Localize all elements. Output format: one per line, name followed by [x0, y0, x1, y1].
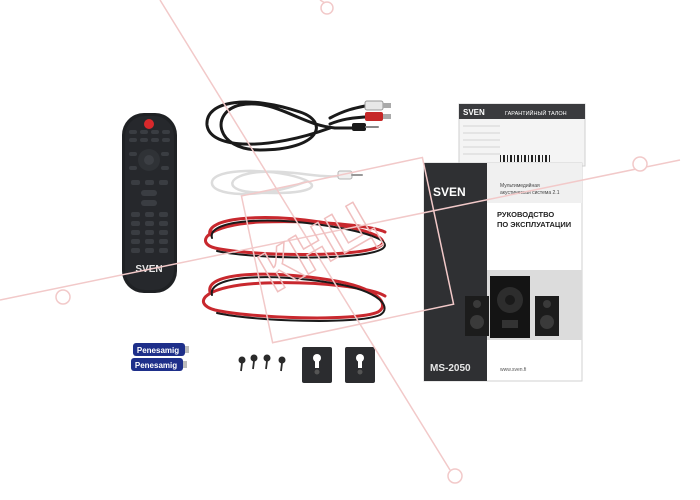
manual-model: MS-2050: [430, 363, 471, 374]
battery-top-label: Penesamig: [137, 346, 179, 355]
screw: [263, 354, 271, 362]
screws: [238, 354, 286, 372]
user-manual: SVEN Мультимедийная акустическая система…: [423, 162, 583, 382]
rca-red-plug: [365, 112, 383, 121]
battery-bottom: [131, 358, 183, 371]
screw: [238, 356, 246, 364]
warranty-card-title: ГАРАНТИЙНЫЙ ТАЛОН: [505, 109, 567, 117]
rca-white-plug: [364, 100, 384, 111]
wall-mount-bracket-right: [345, 347, 375, 383]
wall-mount-bracket-left: [302, 347, 332, 383]
manual-website: www.sven.fi: [500, 367, 526, 373]
battery-bottom-label: Penesamig: [135, 361, 177, 370]
rca-audio-cable: [205, 100, 391, 152]
remote-button-grid: [129, 130, 170, 142]
speaker-cable-bottom: [202, 272, 387, 322]
battery-top: [133, 343, 185, 356]
aaa-batteries: Penesamig Penesamig: [131, 343, 189, 371]
manual-subtitle-line1: Мультимедийная: [500, 182, 540, 189]
warranty-barcode: [500, 155, 550, 162]
remote-control: SVEN: [122, 113, 177, 293]
manual-speakers-image: [465, 270, 582, 340]
power-button: [144, 119, 154, 129]
screw: [250, 354, 258, 362]
manual-brand: SVEN: [433, 185, 466, 199]
remote-nav-cluster: [129, 149, 169, 171]
manual-title-line1: РУКОВОДСТВО: [497, 210, 554, 219]
warranty-card-brand: SVEN: [463, 108, 485, 117]
manual-subtitle-line2: акустическая система 2.1: [500, 190, 560, 196]
manual-title-line2: ПО ЭКСПЛУАТАЦИИ: [497, 220, 571, 229]
screw: [278, 356, 286, 364]
warranty-card: SVEN ГАРАНТИЙНЫЙ ТАЛОН: [458, 103, 586, 167]
